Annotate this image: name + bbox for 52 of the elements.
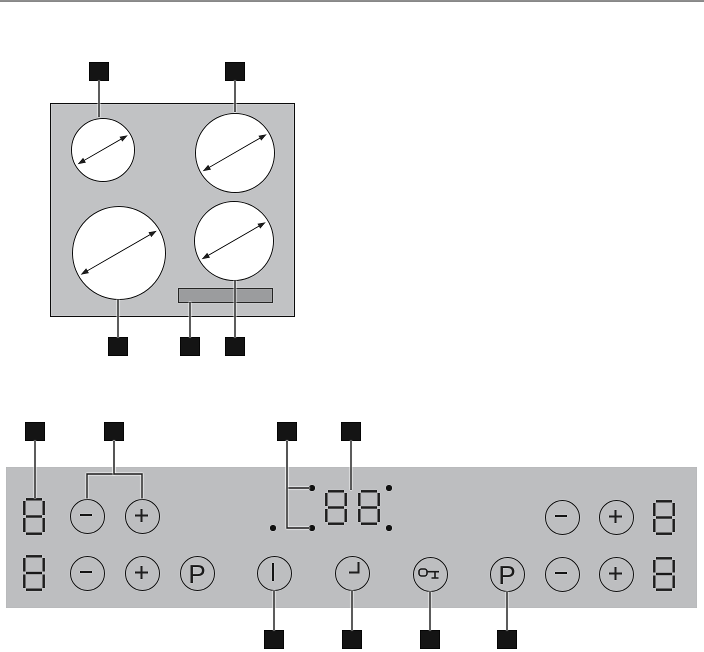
plus-button [124, 498, 160, 534]
callout-marker [264, 630, 284, 649]
leader-line [351, 590, 353, 630]
callout-marker [342, 630, 362, 649]
dot-icon [270, 525, 276, 531]
callout-marker [180, 337, 200, 356]
leader-line [429, 592, 431, 630]
callout-marker [225, 62, 245, 81]
digit-display [23, 555, 45, 591]
digit-display [23, 498, 45, 535]
callout-marker [341, 422, 361, 441]
leader-line [506, 592, 508, 630]
leader-line [34, 441, 36, 498]
leader-line [273, 590, 275, 630]
control-panel [6, 467, 697, 608]
callout-marker [108, 337, 128, 356]
dot-icon [386, 485, 392, 491]
plus-button [598, 500, 634, 534]
minus-button [70, 498, 104, 534]
callout-marker [420, 630, 440, 649]
timer-button [334, 556, 370, 590]
callout-marker [277, 422, 297, 441]
leader-line [350, 441, 352, 490]
minus-button [70, 556, 104, 590]
cooktop-panel [50, 103, 295, 317]
callout-marker [104, 422, 124, 441]
leader-line [234, 81, 236, 112]
leader-line [189, 302, 191, 337]
p-button: P [490, 556, 524, 592]
minus-button [544, 500, 580, 534]
p-button: P [180, 556, 214, 590]
plus-button [124, 556, 160, 590]
leader-line [98, 81, 100, 118]
callout-marker [225, 337, 245, 356]
leader-line [117, 299, 119, 337]
callout-marker [497, 630, 517, 649]
dot-icon [386, 525, 392, 531]
lock-button [412, 556, 448, 592]
plus-button [598, 556, 634, 592]
timer-display [325, 490, 380, 525]
callout-marker [25, 422, 45, 441]
dot-icon [309, 485, 315, 491]
digit-display [653, 557, 675, 591]
minus-button [544, 556, 580, 592]
control-panel-bar [178, 288, 273, 303]
on-off-button [256, 556, 292, 590]
callout-marker [89, 62, 109, 81]
dot-icon [309, 525, 315, 531]
digit-display [653, 500, 675, 535]
leader-line [113, 441, 143, 498]
leader-line [286, 441, 310, 529]
leader-line [234, 280, 236, 337]
